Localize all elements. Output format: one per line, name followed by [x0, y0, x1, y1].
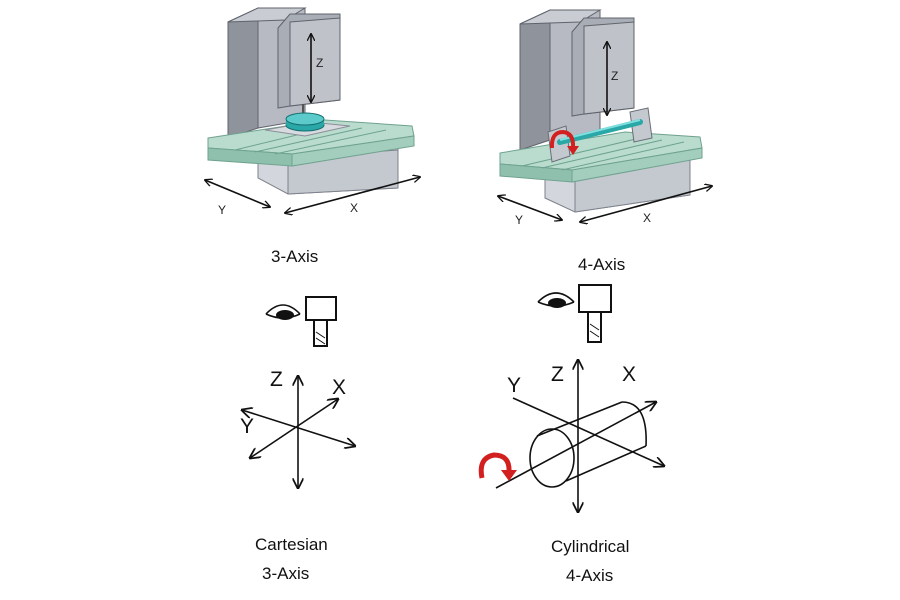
viewer-eye-icon — [265, 304, 301, 320]
rotation-arrow-icon — [478, 452, 512, 479]
machine-x-axis-label: X — [643, 211, 651, 225]
right-caption-line2: 4-Axis — [566, 566, 613, 585]
cartesian-axes-diagram — [242, 376, 355, 488]
machine-y-axis-label: Y — [515, 213, 523, 227]
machine-x-axis-label: X — [350, 201, 358, 215]
four-axis-machine-illustration — [498, 9, 712, 222]
cylindrical-y-label: Y — [507, 374, 521, 397]
end-mill-tool-icon — [578, 284, 612, 343]
viewer-eye-icon — [537, 292, 575, 308]
cylindrical-z-label: Z — [551, 363, 564, 386]
cartesian-y-label: Y — [240, 415, 254, 438]
four-axis-title: 4-Axis — [578, 255, 625, 274]
right-caption-line1: Cylindrical — [551, 537, 629, 556]
machine-column — [227, 7, 259, 139]
machine-z-axis-label: Z — [611, 69, 618, 83]
rotation-arrow-icon — [549, 129, 576, 149]
cylindrical-axes-diagram — [478, 360, 664, 512]
left-caption-line1: Cartesian — [255, 535, 328, 554]
machine-z-axis-label: Z — [316, 56, 323, 70]
left-caption-line2: 3-Axis — [262, 564, 309, 583]
three-axis-machine-illustration — [205, 7, 420, 213]
end-mill-tool-icon — [305, 296, 337, 347]
three-axis-title: 3-Axis — [271, 247, 318, 266]
cartesian-x-label: X — [332, 376, 346, 399]
machine-column — [519, 9, 551, 151]
machine-y-axis-label: Y — [218, 203, 226, 217]
cylindrical-x-label: X — [622, 363, 636, 386]
cartesian-z-label: Z — [270, 368, 283, 391]
